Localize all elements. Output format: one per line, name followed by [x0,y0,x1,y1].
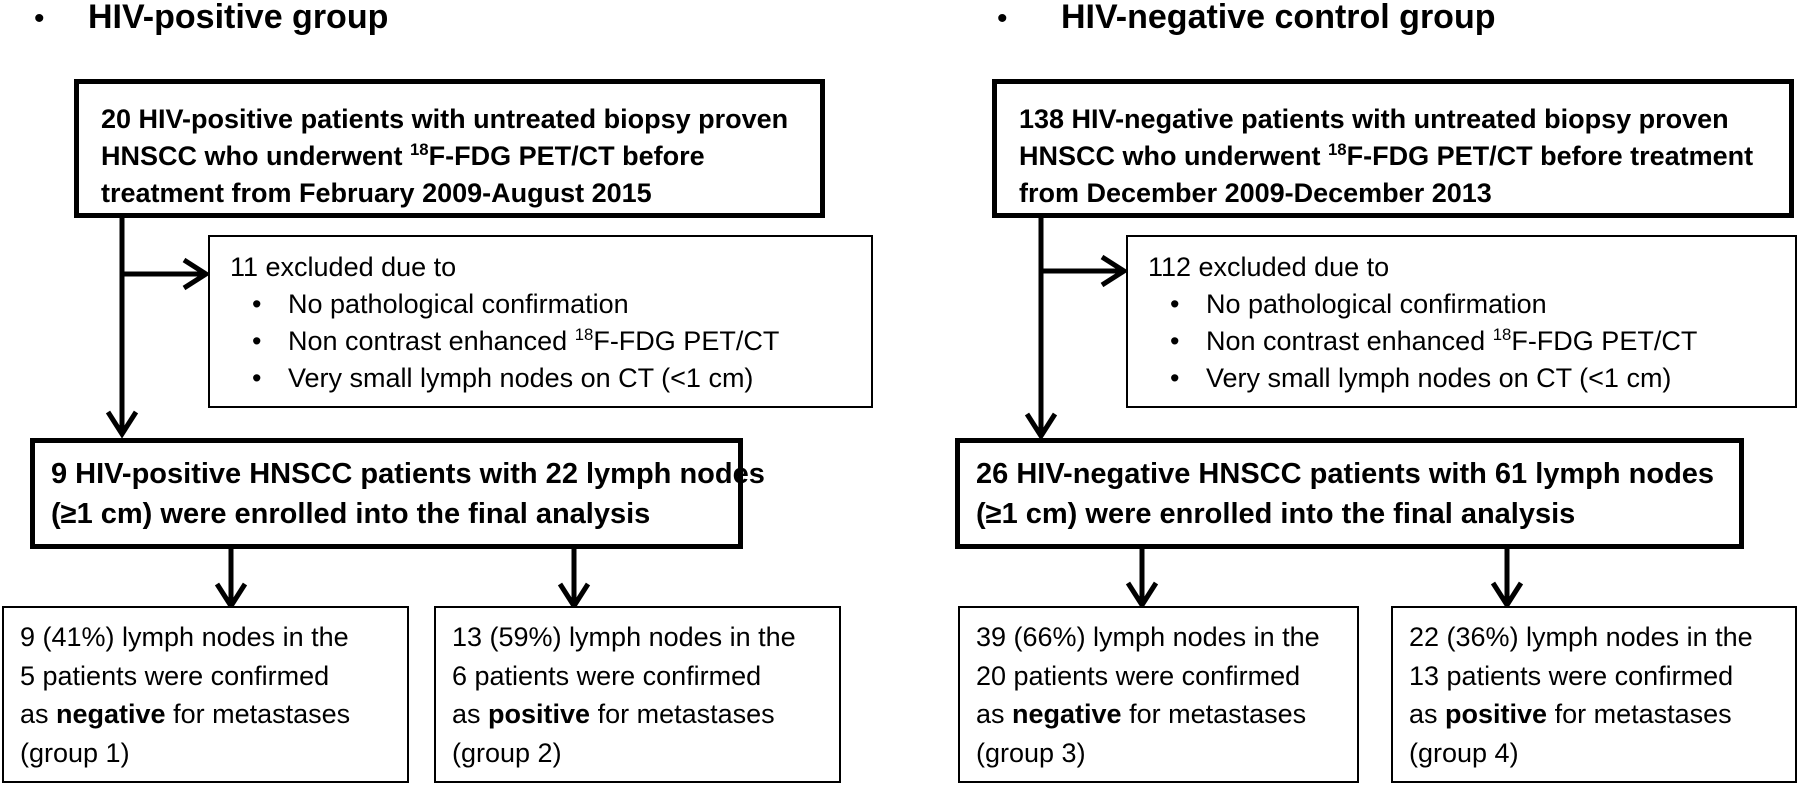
group-4-text: 22 (36%) lymph nodes in the 13 patients … [1409,622,1753,768]
right-heading: HIV-negative control group [1061,0,1496,36]
left-exclusion-box: 11 excluded due to •No pathological conf… [208,235,873,408]
negative-label: negative [56,699,166,729]
left-main-arrowhead [105,410,139,439]
group-2-text: 13 (59%) lymph nodes in the 6 patients w… [452,622,796,768]
left-enrolled-box: 9 HIV-positive HNSCC patients with 22 ly… [30,438,765,549]
right-exclusion-arrowhead [1100,254,1129,288]
right-split-arrow-b-head [1490,581,1524,610]
right-main-arrowhead [1024,412,1058,441]
bullet-icon: • [252,289,262,319]
positive-label: positive [1445,699,1548,729]
negative-label: negative [1012,699,1122,729]
bullet-icon: • [252,363,262,393]
positive-label: positive [488,699,591,729]
bullet-icon: • [1170,326,1180,356]
right-cohort-box: 138 HIV-negative patients with untreated… [992,79,1794,218]
group-1-text: 9 (41%) lymph nodes in the 5 patients we… [20,622,351,768]
right-split-arrow-a-head [1125,581,1159,610]
left-group-1-box: 9 (41%) lymph nodes in the 5 patients we… [2,606,409,783]
left-exclusion-arrowhead [182,257,211,291]
left-exclusion-text: 11 excluded due to •No pathological conf… [230,249,871,397]
group-3-text: 39 (66%) lymph nodes in the 20 patients … [976,622,1320,768]
left-cohort-text: 20 HIV-positive patients with untreated … [101,104,789,208]
left-enrolled-text: 9 HIV-positive HNSCC patients with 22 ly… [51,458,765,530]
left-heading: HIV-positive group [88,0,389,36]
right-enrolled-box: 26 HIV-negative HNSCC patients with 61 l… [955,438,1744,549]
right-group-3-box: 39 (66%) lymph nodes in the 20 patients … [958,606,1359,783]
bullet-icon: • [1170,363,1180,393]
right-exclusion-box: 112 excluded due to •No pathological con… [1126,235,1797,408]
right-cohort-text: 138 HIV-negative patients with untreated… [1019,104,1754,208]
right-exclusion-text: 112 excluded due to •No pathological con… [1148,249,1795,397]
right-group-4-box: 22 (36%) lymph nodes in the 13 patients … [1391,606,1797,783]
left-heading-bullet: • [34,2,45,35]
right-heading-bullet: • [997,2,1008,35]
right-enrolled-text: 26 HIV-negative HNSCC patients with 61 l… [976,458,1715,530]
bullet-icon: • [1170,289,1180,319]
bullet-icon: • [252,326,262,356]
left-group-2-box: 13 (59%) lymph nodes in the 6 patients w… [434,606,841,783]
left-cohort-box: 20 HIV-positive patients with untreated … [74,79,825,218]
